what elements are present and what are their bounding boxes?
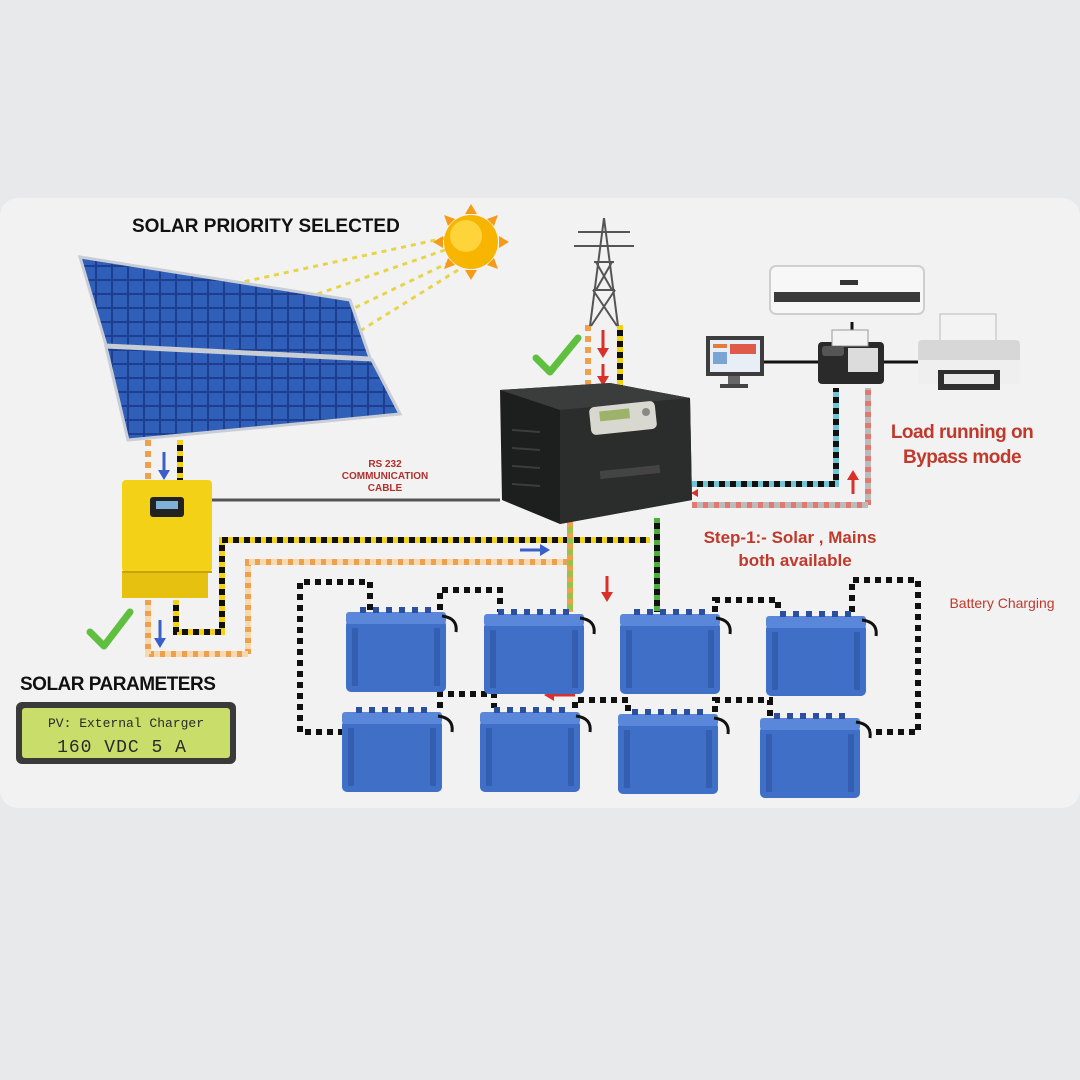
- sun-icon: [433, 204, 509, 280]
- rs232-label-line1: RS 232: [368, 459, 402, 470]
- solar-parameters-label: SOLAR PARAMETERS: [20, 674, 215, 695]
- battery-icon: [346, 607, 458, 692]
- fax-machine-icon: [818, 329, 884, 384]
- air-conditioner-icon: [769, 265, 925, 315]
- check-mark-icon: [532, 334, 582, 376]
- battery-charging-label: Battery Charging: [949, 595, 1054, 611]
- solar-panel-icon: [77, 255, 403, 442]
- step-label-line2: both available: [738, 551, 851, 570]
- transmission-tower-icon: [574, 217, 634, 327]
- flow-arrows: [154, 330, 859, 701]
- battery-icon: [760, 713, 872, 798]
- blue-down-arrow-icon: [154, 620, 166, 648]
- solar-priority-label: SOLAR PRIORITY SELECTED: [132, 216, 400, 237]
- inverter-icon: [500, 383, 692, 524]
- printer-icon: [918, 313, 1020, 390]
- red-down-arrow-icon: [601, 576, 613, 602]
- check-mark-icon: [86, 608, 134, 650]
- lcd-line1: PV: External Charger: [48, 716, 204, 731]
- solar-charge-controller-icon: [122, 480, 212, 598]
- battery-icon: [484, 609, 596, 694]
- computer-monitor-icon: [706, 336, 764, 388]
- panel-to-charger-wires: [145, 440, 183, 485]
- battery-icon: [342, 707, 454, 792]
- red-up-arrow-icon: [847, 470, 859, 494]
- inverter-to-load-wire-teal: [692, 388, 839, 487]
- lcd-line2: 160 VDC 5 A: [57, 738, 187, 758]
- charger-dc-bus-black: [173, 537, 650, 635]
- blue-down-arrow-icon: [158, 452, 170, 480]
- red-left-arrow-icon: [691, 489, 698, 497]
- battery-bank: [342, 607, 878, 798]
- red-down-arrow-icon: [597, 330, 609, 386]
- solar-parameters-lcd: [16, 702, 236, 764]
- battery-icon: [620, 609, 732, 694]
- step-label-line1: Step-1:- Solar , Mains: [704, 528, 877, 547]
- rs232-label-line2: COMMUNICATION: [342, 471, 428, 482]
- load-label-line2: Bypass mode: [903, 447, 1021, 468]
- battery-icon: [766, 611, 878, 696]
- battery-series-wiring: [297, 577, 921, 735]
- blue-right-arrow-icon: [520, 544, 550, 556]
- rs232-label-line3: CABLE: [368, 483, 403, 494]
- battery-icon: [480, 707, 592, 792]
- battery-icon: [618, 709, 730, 794]
- load-label-line1: Load running on: [891, 422, 1033, 443]
- tower-to-inverter-wires: [585, 325, 623, 388]
